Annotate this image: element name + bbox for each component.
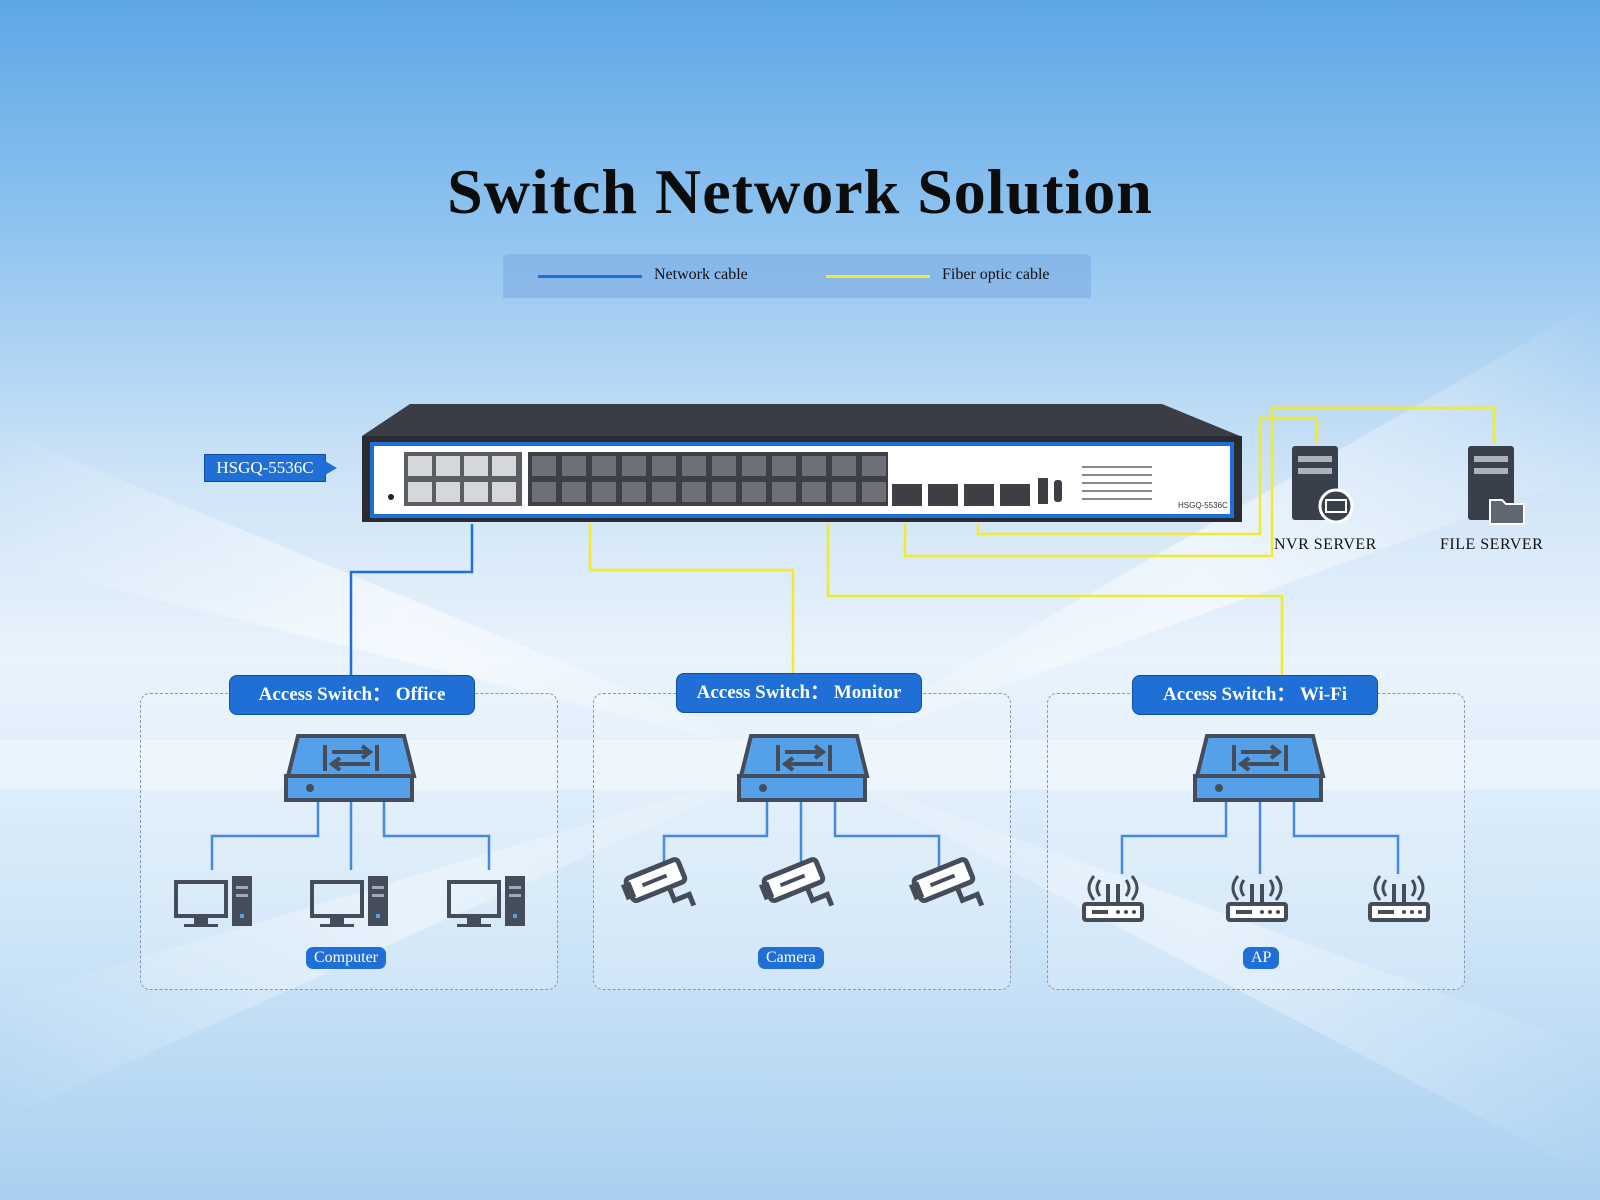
access-switch-icon xyxy=(737,734,870,802)
access-point-icon xyxy=(1226,875,1288,922)
camera-icon xyxy=(758,857,835,907)
fiber-cable-label: Fiber optic cable xyxy=(942,266,1050,283)
computer-icon xyxy=(310,876,388,927)
camera-icon xyxy=(908,857,985,907)
cable-legend: Network cable Fiber optic cable xyxy=(503,254,1091,298)
monitor-group-diagram xyxy=(620,734,985,907)
core-switch-model-tag: HSGQ-5536C xyxy=(204,454,337,482)
access-point-icon xyxy=(1082,875,1144,922)
computer-icon xyxy=(174,876,252,927)
nvr-server-label: NVR SERVER xyxy=(1274,536,1377,553)
fiber-cable-swatch xyxy=(826,275,930,278)
computer-icon xyxy=(447,876,525,927)
monitor-group-title: Access Switch： Monitor xyxy=(676,673,922,713)
wifi-group-diagram xyxy=(1082,734,1430,922)
access-switch-icon xyxy=(284,734,417,802)
file-server-icon xyxy=(1468,446,1525,525)
wifi-group-title: Access Switch： Wi-Fi xyxy=(1132,675,1378,715)
core-switch-panel-model: HSGQ-5536C xyxy=(1178,501,1228,510)
network-cable-label: Network cable xyxy=(654,266,748,283)
monitor-group-box xyxy=(593,693,1011,990)
fiber-link-wifi xyxy=(826,524,1284,675)
wifi-group-box xyxy=(1047,693,1465,990)
page-title: Switch Network Solution xyxy=(447,156,1153,227)
camera-icon xyxy=(620,857,697,907)
core-switch xyxy=(362,404,1242,522)
file-server-label: FILE SERVER xyxy=(1440,536,1544,553)
office-group-diagram xyxy=(174,734,525,927)
fiber-link-monitor xyxy=(588,524,795,675)
office-group-box xyxy=(140,693,558,990)
network-link-office xyxy=(349,524,474,675)
fiber-link-nvr-a xyxy=(903,406,1496,558)
access-point-icon xyxy=(1368,875,1430,922)
access-switch-icon xyxy=(1193,734,1326,802)
computer-label: Computer xyxy=(306,947,386,969)
ap-label: AP xyxy=(1243,947,1280,969)
fiber-link-nvr-b xyxy=(976,416,1319,536)
camera-label: Camera xyxy=(758,947,824,969)
network-cable-swatch xyxy=(538,275,642,278)
nvr-server-icon xyxy=(1292,446,1354,524)
office-group-title: Access Switch： Office xyxy=(229,675,475,715)
